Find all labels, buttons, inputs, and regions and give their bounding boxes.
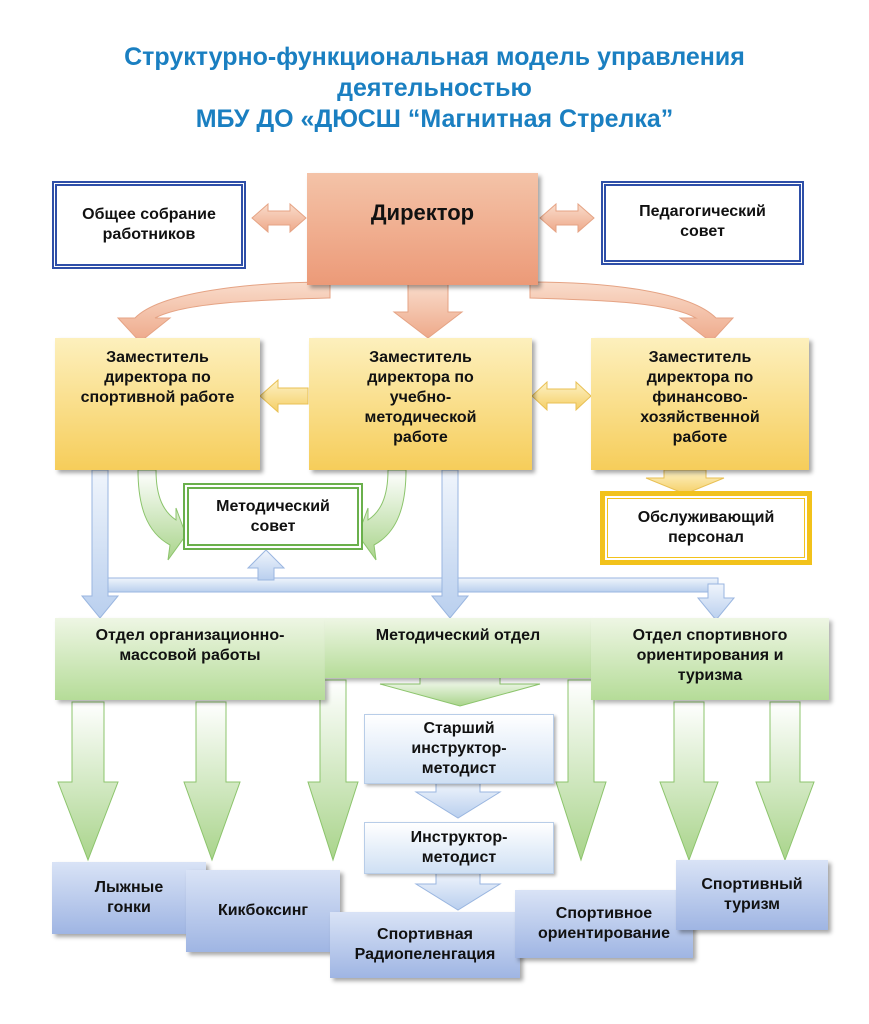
- section-radio-label: Спортивная Радиопеленгация: [354, 926, 496, 963]
- blue-arrow-instructor-to-radio: [414, 871, 502, 911]
- diagram-title-line3: МБУ ДО «ДЮСШ “Магнитная Стрелка”: [195, 105, 674, 133]
- green-arrow-dept1-a: [57, 701, 119, 862]
- general-meeting-label: Общее собрание работников: [82, 206, 216, 243]
- green-arrow-dept3-b: [755, 701, 815, 862]
- blue-arrow-method-down: [430, 469, 470, 619]
- blue-horizontal-bus: [99, 577, 719, 593]
- diagram-title-line2: деятельностью: [337, 74, 532, 102]
- service-staff-label: Обслуживающий персонал: [637, 509, 775, 546]
- section-tourism-box: Спортивный туризм: [676, 860, 828, 930]
- double-arrow-deputies: [531, 380, 592, 412]
- green-arrow-dept2-b: [555, 679, 607, 862]
- instructor-label: Инструктор-методист: [410, 829, 508, 866]
- deputy-finance-label: Заместитель директора по финансово-хозяй…: [640, 349, 760, 446]
- deputy-sport-label: Заместитель директора по спортивной рабо…: [80, 349, 235, 406]
- method-council-box: Методический совет: [183, 483, 363, 550]
- section-ski-box: Лыжные гонки: [52, 862, 206, 934]
- blue-arrow-senior-to-instructor: [414, 781, 502, 819]
- blue-arrow-sport-down: [80, 469, 120, 619]
- senior-instructor-box: Старший инструктор-методист: [364, 714, 554, 784]
- service-staff-box: Обслуживающий персонал: [600, 491, 812, 565]
- instructor-box: Инструктор-методист: [364, 822, 554, 874]
- deputy-finance-box: Заместитель директора по финансово-хозяй…: [591, 338, 809, 470]
- blue-arrow-orient-down: [696, 583, 736, 621]
- green-arrow-dept2-a: [307, 679, 359, 862]
- ped-council-label: Педагогический совет: [639, 203, 766, 240]
- director-box: Директор: [307, 173, 538, 285]
- director-label: Директор: [370, 200, 475, 225]
- dept-org-mass-label: Отдел организационно-массовой работы: [95, 627, 285, 664]
- section-tourism-label: Спортивный туризм: [701, 876, 803, 913]
- senior-instructor-label: Старший инструктор-методист: [411, 720, 507, 777]
- curve-arrow-right: [529, 281, 735, 343]
- green-arrow-dept1-b: [183, 701, 241, 862]
- dept-orienteering-box: Отдел спортивного ориентирования и туриз…: [591, 618, 829, 700]
- section-radio-box: Спортивная Радиопеленгация: [330, 912, 520, 978]
- dept-method-label: Методический отдел: [375, 627, 541, 644]
- section-ski-label: Лыжные гонки: [94, 879, 164, 916]
- deputy-method-label: Заместитель директора по учебно-методиче…: [364, 349, 477, 446]
- arrow-method-to-sport: [259, 378, 309, 414]
- section-orient-label: Спортивное ориентирование: [537, 905, 671, 942]
- blue-arrow-up-council: [246, 549, 286, 581]
- section-orient-box: Спортивное ориентирование: [515, 890, 693, 958]
- green-arrow-dept3-a: [659, 701, 719, 862]
- deputy-sport-box: Заместитель директора по спортивной рабо…: [55, 338, 260, 470]
- green-arrow-method-wide: [379, 675, 541, 707]
- diagram-title-line1: Структурно-функциональная модель управле…: [124, 43, 745, 71]
- arrow-finance-to-staff: [645, 469, 725, 495]
- dept-org-mass-box: Отдел организационно-массовой работы: [55, 618, 325, 700]
- dept-method-box: Методический отдел: [325, 618, 591, 678]
- method-council-label: Методический совет: [216, 497, 330, 535]
- down-arrow-center: [392, 283, 464, 339]
- green-arrow-right: [357, 469, 407, 561]
- general-meeting-box: Общее собрание работников: [52, 181, 246, 269]
- section-kickboxing-label: Кикбоксинг: [217, 902, 309, 919]
- deputy-method-box: Заместитель директора по учебно-методиче…: [309, 338, 532, 470]
- double-arrow-left: [251, 202, 307, 234]
- green-arrow-left: [137, 469, 187, 561]
- ped-council-box: Педагогический совет: [601, 181, 804, 265]
- dept-orienteering-label: Отдел спортивного ориентирования и туриз…: [632, 627, 788, 684]
- curve-arrow-left: [116, 281, 331, 343]
- double-arrow-right: [539, 202, 595, 234]
- section-kickboxing-box: Кикбоксинг: [186, 870, 340, 952]
